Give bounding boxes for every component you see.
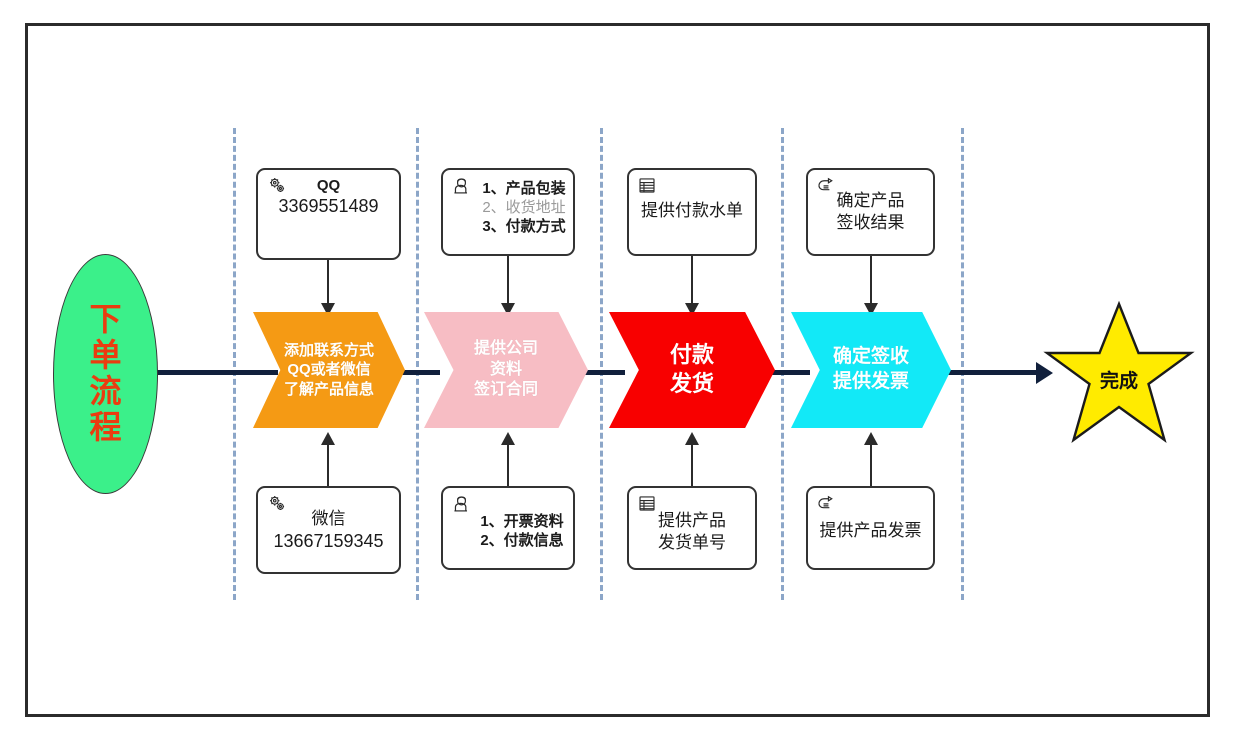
note-line: 提供付款水单	[641, 201, 743, 220]
note-line: 发货单号	[658, 532, 726, 552]
spine-stage2-to-stage3	[565, 370, 625, 375]
gears-icon	[267, 177, 289, 197]
note-stage2-top-body: 1、产品包装 2、收货地址 3、付款方式	[451, 176, 581, 237]
process-line: QQ或者微信	[287, 361, 371, 379]
note-line: 2、付款信息	[480, 532, 564, 550]
document-list-icon	[638, 177, 660, 197]
connector-stage1-top	[327, 260, 329, 306]
process-line: 签订合同	[473, 381, 538, 399]
process-line: 添加联系方式	[283, 341, 374, 359]
connector-stage2-top	[507, 256, 509, 306]
note-stage4-bottom[interactable]: 提供产品发票	[806, 486, 935, 570]
note-line: 1、产品包装	[482, 180, 566, 197]
spine-stage3-to-stage4	[753, 370, 810, 375]
connector-stage2-bottom	[507, 444, 509, 486]
connector-stage4-bottom-arrow	[864, 432, 878, 445]
process-stage2-label: 提供公司 资料 签订合同	[474, 339, 538, 401]
note-line: QQ	[316, 177, 341, 194]
note-line: 微信	[311, 509, 346, 528]
note-line: 确定产品	[836, 191, 905, 210]
spine-end-arrowhead	[1036, 362, 1053, 384]
spine-start-to-stage1	[148, 370, 278, 375]
note-stage4-top-body: 确定产品 签收结果	[816, 176, 925, 234]
connector-stage4-top	[870, 256, 872, 306]
process-line: 发货	[669, 371, 714, 396]
person-icon	[452, 495, 474, 515]
pointing-hand-icon	[817, 177, 839, 197]
note-stage1-bottom[interactable]: 微信 13667159345	[256, 486, 401, 574]
connector-stage3-bottom-arrow	[685, 432, 699, 445]
end-node[interactable]: 完成	[1043, 300, 1195, 446]
spine-stage1-to-stage2	[380, 370, 440, 375]
note-stage4-top[interactable]: 确定产品 签收结果	[806, 168, 935, 256]
lane-divider-2	[416, 128, 419, 600]
connector-stage4-bottom	[870, 444, 872, 486]
pointing-hand-icon	[817, 495, 839, 515]
note-line: 提供产品发票	[819, 521, 922, 540]
gears-icon	[267, 495, 289, 515]
connector-stage3-top	[691, 256, 693, 306]
note-stage3-bottom[interactable]: 提供产品 发货单号	[627, 486, 757, 570]
note-line: 2、收货地址	[482, 199, 566, 217]
start-node-label: 下单流程	[89, 301, 122, 445]
note-stage3-top-body: 提供付款水单	[637, 176, 747, 222]
note-stage4-bottom-body: 提供产品发票	[816, 494, 925, 542]
note-line: 1、开票资料	[480, 513, 564, 530]
lane-divider-4	[781, 128, 784, 600]
note-stage2-bottom[interactable]: 1、开票资料 2、付款信息	[441, 486, 575, 570]
lane-divider-3	[600, 128, 603, 600]
note-stage3-bottom-body: 提供产品 发货单号	[637, 494, 747, 554]
end-node-label: 完成	[1099, 371, 1138, 392]
note-line: 提供产品	[658, 511, 726, 530]
process-line: 确定签收	[832, 346, 909, 368]
process-stage3-label: 付款 发货	[670, 341, 714, 398]
note-stage1-top[interactable]: QQ 3369551489	[256, 168, 401, 260]
connector-stage3-bottom	[691, 444, 693, 486]
process-line: 付款	[669, 342, 714, 368]
start-node[interactable]: 下单流程	[53, 254, 158, 494]
note-line: 签收结果	[836, 212, 905, 232]
process-line: 资料	[489, 360, 522, 378]
process-stage1-label: 添加联系方式 QQ或者微信 了解产品信息	[284, 341, 374, 400]
spine-stage4-to-end	[940, 370, 1038, 375]
connector-stage1-bottom-arrow	[321, 432, 335, 445]
process-line: 了解产品信息	[283, 380, 374, 398]
lane-divider-1	[233, 128, 236, 600]
process-line: 提供公司	[473, 339, 538, 357]
document-list-icon	[638, 495, 660, 515]
note-line: 13667159345	[273, 530, 384, 551]
process-stage4-label: 确定签收 提供发票	[833, 345, 909, 394]
lane-divider-5	[961, 128, 964, 600]
note-stage1-bottom-body: 微信 13667159345	[266, 494, 391, 553]
note-line: 3369551489	[278, 196, 379, 217]
note-stage2-top[interactable]: 1、产品包装 2、收货地址 3、付款方式	[441, 168, 575, 256]
star-shape	[1043, 300, 1195, 444]
connector-stage1-bottom	[327, 444, 329, 486]
note-stage2-bottom-body: 1、开票资料 2、付款信息	[451, 494, 579, 550]
note-line: 3、付款方式	[482, 218, 566, 236]
person-icon	[452, 177, 474, 197]
connector-stage2-bottom-arrow	[501, 432, 515, 445]
process-line: 提供发票	[832, 371, 909, 392]
note-stage3-top[interactable]: 提供付款水单	[627, 168, 757, 256]
note-stage1-top-body: QQ 3369551489	[266, 176, 391, 218]
